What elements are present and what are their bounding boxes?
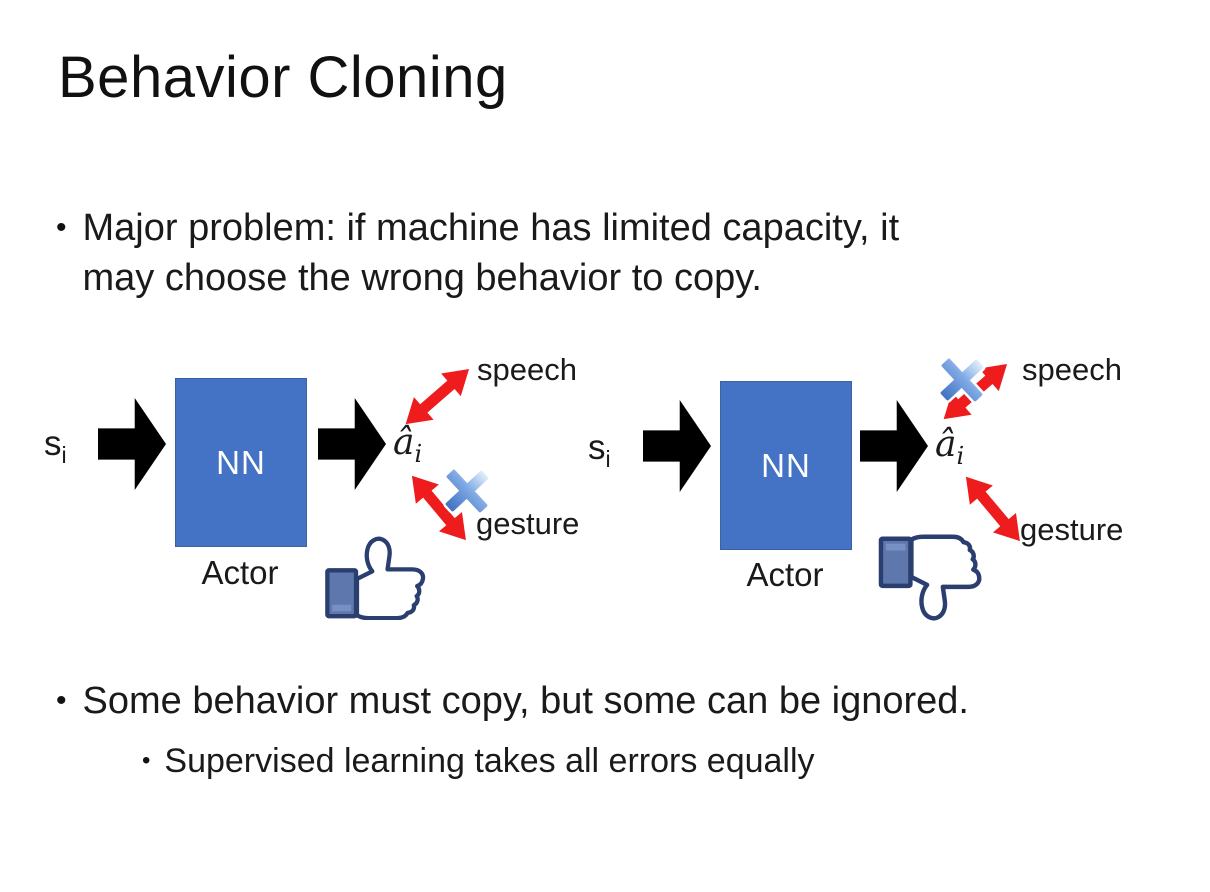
thumbs-up-icon — [322, 534, 434, 625]
bullet-supervised-learning: • Supervised learning takes all errors e… — [142, 738, 815, 784]
left-nn-box: NN — [175, 378, 307, 547]
bullet-marker: • — [56, 684, 67, 717]
bullet-marker: • — [56, 211, 67, 244]
left-gesture-label: gesture — [476, 506, 580, 541]
left-speech-arrow-icon — [394, 356, 484, 442]
right-speech-cross-icon — [931, 349, 993, 416]
left-speech-label: speech — [477, 352, 577, 387]
left-output-arrow-icon — [318, 398, 386, 490]
left-gesture-arrow-icon — [394, 464, 479, 555]
right-output-action-label: âi — [935, 424, 965, 471]
left-output-action-label: âi — [393, 422, 423, 469]
right-nn-box: NN — [720, 381, 852, 550]
right-speech-label: speech — [1022, 352, 1122, 387]
bullet-text: Major problem: if machine has limited ca… — [82, 207, 900, 299]
bullet-some-behavior: • Some behavior must copy, but some can … — [56, 676, 969, 726]
left-actor-label: Actor — [201, 554, 279, 591]
right-gesture-label: gesture — [1020, 512, 1124, 547]
right-input-arrow-icon — [643, 400, 711, 492]
right-actor-label: Actor — [746, 556, 824, 593]
bullet-major-problem: • Major problem: if machine has limited … — [56, 203, 899, 303]
bullet-text: Supervised learning takes all errors equ… — [164, 742, 815, 780]
left-input-arrow-icon — [98, 398, 166, 490]
thumbs-down-icon — [878, 532, 988, 631]
right-input-state-label: si — [588, 428, 611, 472]
right-output-arrow-icon — [860, 400, 928, 492]
right-gesture-arrow-icon — [948, 465, 1033, 556]
left-gesture-cross-icon — [436, 460, 498, 527]
slide-title: Behavior Cloning — [58, 45, 508, 110]
bullet-text: Some behavior must copy, but some can be… — [82, 680, 969, 722]
left-input-state-label: si — [44, 424, 67, 468]
bullet-marker: • — [142, 747, 151, 774]
